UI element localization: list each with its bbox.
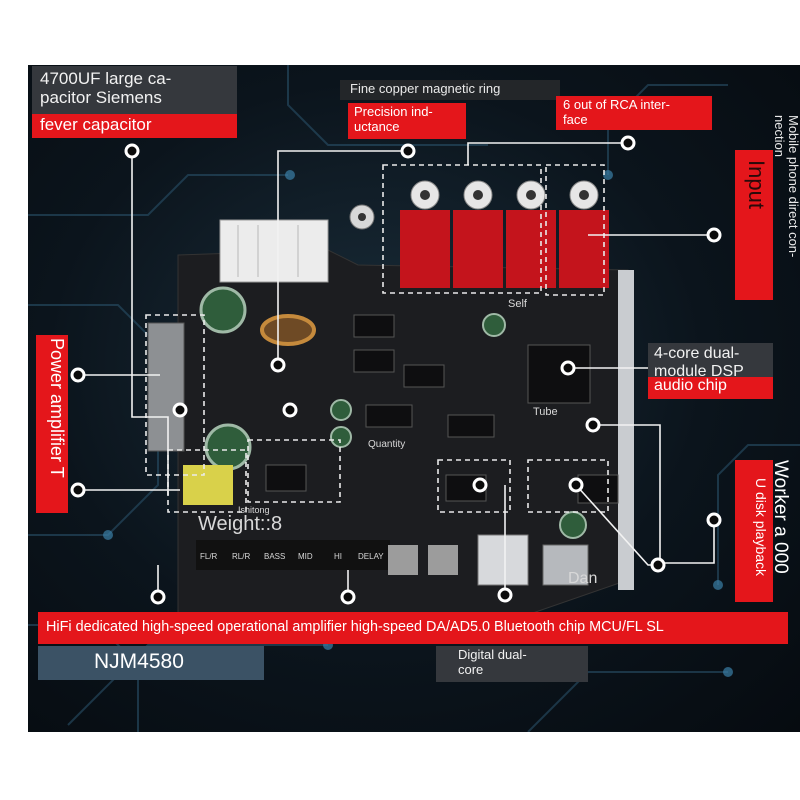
mobile-connection-label: Mobile phone direct con- nection: [771, 115, 800, 258]
board-text-ishitong: Ishitong: [238, 505, 270, 515]
callout-boxes: [145, 164, 609, 513]
worker-label: Worker a 000: [770, 460, 791, 574]
capacitor-label-highlight: fever capacitor: [32, 114, 237, 138]
header-label: MID: [298, 552, 313, 561]
heatsink: [147, 322, 185, 452]
bottom-feature-bar: HiFi dedicated high-speed operational am…: [38, 612, 788, 644]
leader-lines: [78, 142, 715, 597]
worker-label-panel: [735, 460, 773, 602]
header-label: RL/R: [232, 552, 250, 561]
njm4580-label: NJM4580: [38, 646, 264, 680]
capacitors: [199, 286, 587, 539]
udisk-label: U disk playback: [753, 478, 769, 577]
leader-dots: [70, 135, 722, 605]
board-text-self: Self: [508, 298, 528, 310]
header-label: HI: [334, 552, 342, 561]
inductance-label: Precision ind- uctance: [348, 103, 466, 139]
yellow-inductor: [183, 465, 233, 505]
header-label: DELAY: [358, 552, 384, 561]
power-connector: [219, 219, 329, 283]
rca-label: 6 out of RCA inter- face: [556, 96, 712, 130]
power-amp-label-panel: [36, 335, 68, 513]
header-label: BASS: [264, 552, 285, 561]
board-text-quantity: Quantity: [368, 439, 405, 450]
dsp-chip: [527, 344, 591, 404]
input-label: Input: [744, 160, 769, 209]
board-text-dan: Dan: [568, 570, 597, 587]
dsp-label-highlight: audio chip: [648, 377, 773, 399]
board-illustration: FL/R RL/R BASS MID HI DELAY Weight::8 Se…: [28, 65, 800, 732]
board-text-tube: Tube: [533, 406, 558, 418]
header-label: FL/R: [200, 552, 218, 561]
toroid-inductor: [260, 314, 316, 346]
power-amp-label: Power amplifier T: [47, 338, 67, 478]
header-strip: [196, 540, 458, 575]
input-label-panel: [735, 150, 773, 300]
usb-port: [477, 534, 529, 586]
board-text-weight: Weight::8: [198, 513, 282, 535]
rca-jacks: [349, 180, 609, 288]
digital-dual-core-label: Digital dual- core: [436, 646, 588, 682]
magnetic-ring-label: Fine copper magnetic ring: [340, 80, 560, 100]
